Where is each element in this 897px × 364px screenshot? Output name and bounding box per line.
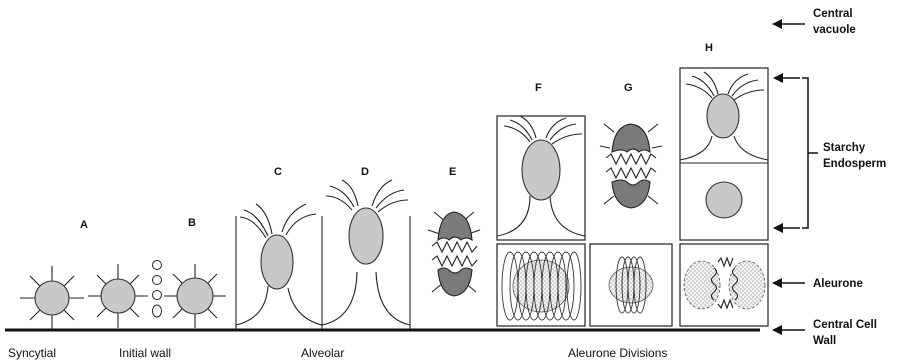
aleurone-division-g bbox=[590, 124, 672, 326]
starchy-endosperm-bracket bbox=[775, 78, 818, 228]
aleurone-division-f bbox=[497, 116, 585, 326]
label-central-cell-wall-line2: Wall bbox=[813, 335, 836, 347]
initial-wall-nucleus-2 bbox=[164, 264, 226, 328]
stage-label-g: G bbox=[624, 82, 633, 94]
label-starchy-endosperm-line1: Starchy bbox=[823, 142, 866, 154]
phase-label-aleurone-divisions: Aleurone Divisions bbox=[568, 346, 667, 360]
stage-label-c: C bbox=[274, 166, 282, 178]
initial-wall-nucleus-1 bbox=[88, 264, 148, 328]
phragmoplast-vesicles bbox=[153, 261, 162, 318]
dividing-nucleus-e bbox=[428, 212, 480, 296]
alveolar-cell-d bbox=[322, 180, 410, 330]
label-starchy-endosperm-line2: Endosperm bbox=[823, 158, 886, 170]
stage-label-b: B bbox=[188, 217, 196, 229]
stage-label-f: F bbox=[535, 82, 542, 94]
label-aleurone: Aleurone bbox=[813, 278, 863, 290]
stage-label-d: D bbox=[361, 166, 369, 178]
phase-label-alveolar: Alveolar bbox=[301, 346, 344, 360]
label-central-vacuole-line1: Central bbox=[813, 8, 853, 20]
phase-label-initial-wall: Initial wall bbox=[119, 346, 171, 360]
stage-label-a: A bbox=[80, 219, 88, 231]
label-central-vacuole-line2: vacuole bbox=[813, 24, 856, 36]
label-central-cell-wall-line1: Central Cell bbox=[813, 319, 877, 331]
stage-label-h: H bbox=[705, 42, 713, 54]
aleurone-division-h bbox=[680, 68, 768, 326]
phase-label-syncytial: Syncytial bbox=[8, 346, 56, 360]
stage-label-e: E bbox=[449, 166, 456, 178]
alveolar-cell-c bbox=[236, 204, 322, 330]
syncytial-nucleus-1 bbox=[20, 266, 84, 330]
